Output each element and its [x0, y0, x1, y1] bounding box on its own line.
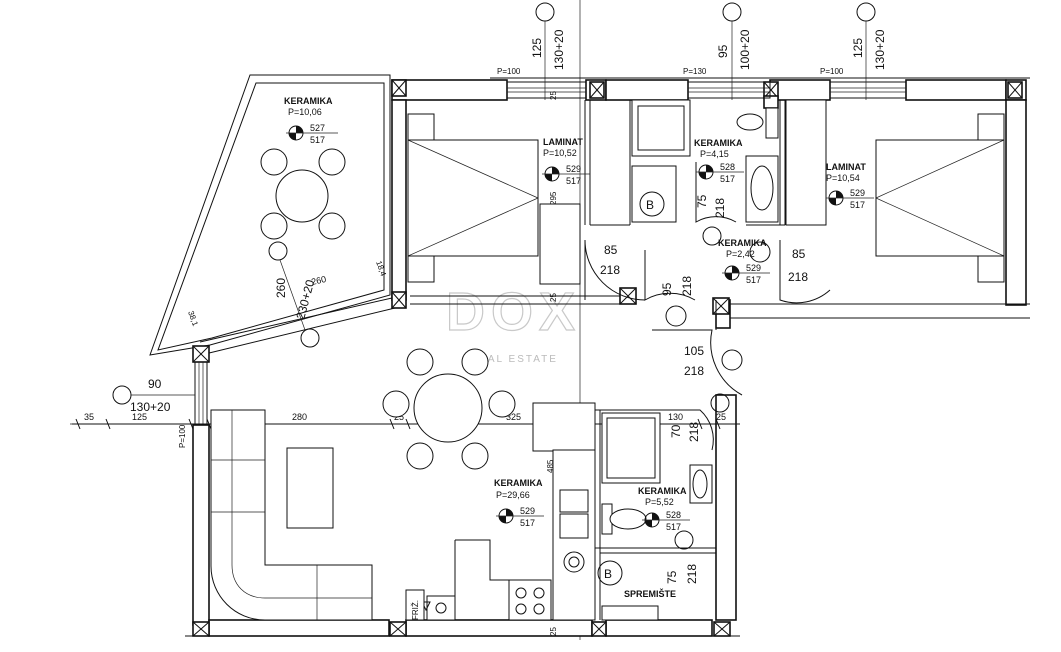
- door3-height: 218: [788, 270, 808, 284]
- window1-sill: P=100: [497, 67, 521, 76]
- room-bedroom-right-lvl-top: 529: [850, 188, 865, 198]
- dim-130: 130: [668, 412, 683, 422]
- terrace-door-height: 230+20: [293, 278, 317, 321]
- door5-width: 75: [695, 194, 709, 208]
- door4-width: 105: [684, 344, 704, 358]
- room-bedroom-left-lvl-top: 529: [566, 164, 581, 174]
- room-bedroom-right-area: P=10,54: [826, 173, 860, 183]
- room-living-lvl-top: 529: [520, 506, 535, 516]
- door2-width: 95: [660, 282, 674, 296]
- room-terrace: KERAMIKA P=10,06 527 517: [284, 96, 338, 145]
- terrace-door-width: 260: [274, 278, 288, 298]
- window-living-sill: P=100: [178, 424, 187, 448]
- door5-height: 218: [713, 198, 727, 218]
- room-bathroom-lower-area: P=5,52: [645, 497, 674, 507]
- room-bedroom-right-lvl-bot: 517: [850, 200, 865, 210]
- room-living: KERAMIKA P=29,66 529 517: [494, 478, 544, 528]
- room-bedroom-left-name: LAMINAT: [543, 137, 583, 147]
- dim-18-4: 18,4: [374, 260, 388, 278]
- room-bathroom-lower-lvl-bot: 517: [666, 522, 681, 532]
- door3-width: 85: [792, 247, 806, 261]
- window3-sill: P=100: [820, 67, 844, 76]
- bed-left: [407, 113, 581, 285]
- doors: 85 218 95 218 85 218 105 218 75 218 70 2…: [584, 162, 831, 584]
- room-bedroom-left-area: P=10,52: [543, 148, 577, 158]
- room-hall-name: KERAMIKA: [718, 238, 767, 248]
- bed-right: [785, 99, 1005, 283]
- dim-125: 125: [132, 412, 147, 422]
- dim-485: 485: [546, 459, 555, 473]
- room-hall-area: P=2,42: [726, 249, 755, 259]
- dim-25-w3: 25: [549, 627, 558, 636]
- room-bathroom-upper-area: P=4,15: [700, 149, 729, 159]
- window-living-width: 90: [148, 377, 162, 391]
- room-living-lvl-bot: 517: [520, 518, 535, 528]
- room-living-area: P=29,66: [496, 490, 530, 500]
- door1-width: 85: [604, 243, 618, 257]
- room-terrace-area: P=10,06: [288, 107, 322, 117]
- window3-height: 130+20: [873, 29, 887, 70]
- dim-295: 295: [549, 191, 558, 205]
- watermark: DOX REAL ESTATE: [445, 281, 581, 365]
- dim-35: 35: [84, 412, 94, 422]
- room-hall: KERAMIKA P=2,42 529 517: [718, 238, 770, 285]
- dining-set: [382, 348, 516, 470]
- fridge-label: FRIŽ.: [411, 600, 420, 620]
- terrace-door-tag: 260 230+20: [268, 241, 320, 348]
- door7-width: 75: [665, 570, 679, 584]
- watermark-tag: REAL ESTATE: [470, 354, 558, 365]
- window2-height: 100+20: [738, 29, 752, 70]
- window3-width: 125: [851, 38, 865, 58]
- door2-height: 218: [680, 276, 694, 296]
- room-hall-lvl-top: 529: [746, 263, 761, 273]
- door1-height: 218: [600, 263, 620, 277]
- room-bathroom-upper-lvl-top: 528: [720, 162, 735, 172]
- door7-height: 218: [685, 564, 699, 584]
- room-terrace-lvl-top: 527: [310, 123, 325, 133]
- room-bathroom-lower-name: KERAMIKA: [638, 486, 687, 496]
- window1-height: 130+20: [552, 29, 566, 70]
- door4-height: 218: [684, 364, 704, 378]
- watermark-logo: DOX: [446, 282, 581, 342]
- window-living-height: 130+20: [130, 400, 171, 414]
- window2-width: 95: [716, 44, 730, 58]
- door6-width: 70: [669, 424, 683, 438]
- room-bedroom-left-lvl-bot: 517: [566, 176, 581, 186]
- window-tags: 125 130+20 P=100 95 100+20 P=130 125 130…: [112, 2, 1030, 448]
- room-hall-lvl-bot: 517: [746, 275, 761, 285]
- room-bedroom-right-name: LAMINAT: [826, 162, 866, 172]
- dim-25-w2: 25: [549, 293, 558, 302]
- dim-280: 280: [292, 412, 307, 422]
- window2-sill: P=130: [683, 67, 707, 76]
- room-bathroom-upper-name: KERAMIKA: [694, 138, 743, 148]
- door6-height: 218: [687, 422, 701, 442]
- room-bedroom-right: LAMINAT P=10,54 529 517: [826, 162, 874, 210]
- room-living-name: KERAMIKA: [494, 478, 543, 488]
- room-bathroom-lower: KERAMIKA P=5,52 528 517: [638, 486, 690, 532]
- room-terrace-name: KERAMIKA: [284, 96, 333, 106]
- sofa: [210, 409, 373, 621]
- columns: [192, 79, 1023, 637]
- dim-325: 325: [506, 412, 521, 422]
- room-terrace-lvl-bot: 517: [310, 135, 325, 145]
- terrace-dining-set: [260, 148, 346, 240]
- room-bedroom-left: LAMINAT P=10,52 529 517: [542, 137, 590, 186]
- storage-label: SPREMIŠTE: [624, 588, 676, 599]
- bathroom-upper-fixtures: B: [631, 99, 779, 223]
- dim-25-d: 25: [716, 412, 726, 422]
- dim-38-1: 38,1: [186, 310, 200, 328]
- kitchen: FRIŽ.: [405, 402, 596, 621]
- room-labels: KERAMIKA P=10,06 527 517 LAMINAT P=10,52…: [284, 96, 874, 532]
- boiler-mark-lower: B: [604, 567, 612, 581]
- room-bathroom-upper-lvl-bot: 517: [720, 174, 735, 184]
- room-bathroom-upper: KERAMIKA P=4,15 528 517: [694, 138, 744, 184]
- window1-width: 125: [530, 38, 544, 58]
- bathroom-lower-fixtures: B SPREMIŠTE: [597, 412, 713, 621]
- terrace-side-dim: 260: [310, 274, 327, 287]
- room-bathroom-lower-lvl-top: 528: [666, 510, 681, 520]
- boiler-mark-upper: B: [646, 198, 654, 212]
- dim-25-w1: 25: [549, 91, 558, 100]
